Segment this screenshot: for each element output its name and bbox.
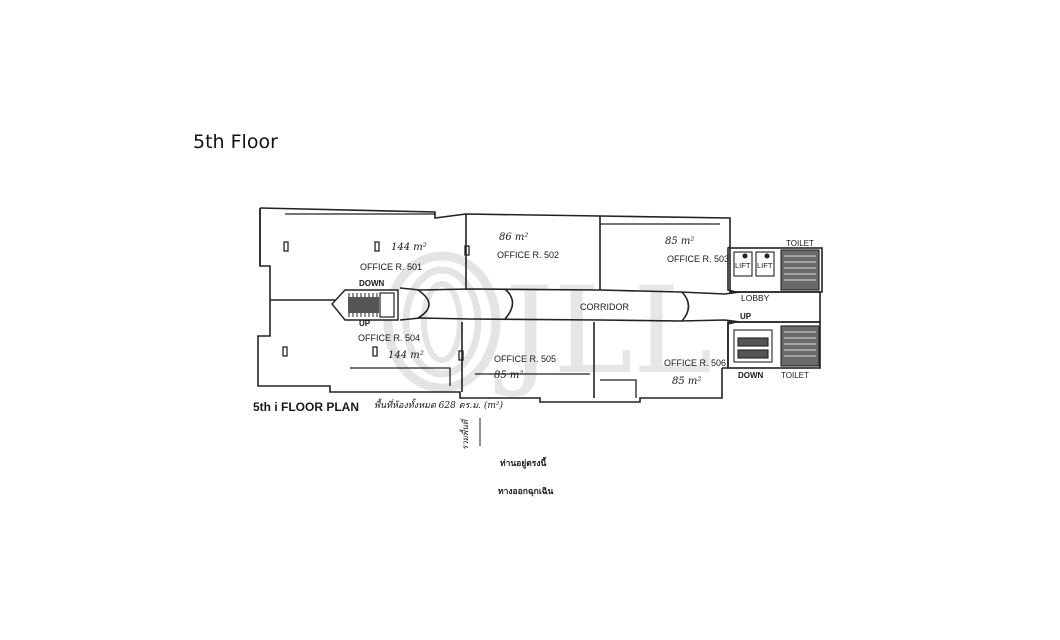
corridor-label: CORRIDOR [580,302,629,312]
stair-down-right-label: DOWN [738,371,764,380]
thai-note-1: ท่านอยู่ตรงนี้ [500,456,547,469]
room-501-label: OFFICE R. 501 [360,262,422,272]
page-title: 5th Floor [193,131,278,153]
thai-note-2: ทางออกฉุกเฉิน [498,486,554,497]
area-note-vertical: รวมพื้นที่ [459,418,470,450]
space-labels: CORRIDOR LOBBY LIFT LIFT TOILET TOILET D… [359,239,814,380]
building-outline [257,207,823,403]
room-506-label: OFFICE R. 506 [664,358,726,368]
room-504-label: OFFICE R. 504 [358,333,420,343]
stair-up-left-label: UP [359,319,371,328]
room-506-area: 85 m² [672,376,701,387]
core-details [733,249,820,367]
lift-2-label: LIFT [757,261,773,270]
room-502-label: OFFICE R. 502 [497,250,559,260]
watermark-text: JLL [494,262,712,401]
lift-1-label: LIFT [735,261,751,270]
plan-captions: 5th i FLOOR PLAN พื้นที่ห้องทั้งหมด 628 … [253,398,554,497]
stair-up-right-label: UP [740,312,752,321]
room-501-area: 144 m² [391,242,427,253]
room-505-area: 85 m² [494,370,523,381]
lobby-label: LOBBY [741,293,770,303]
floor-plan-caption: 5th i FLOOR PLAN [253,400,359,414]
room-503-label: OFFICE R. 503 [667,254,729,264]
jll-watermark: JLL [383,251,712,401]
toilet-bottom-label: TOILET [781,371,809,380]
room-503-area: 85 m² [665,236,694,247]
stair-down-left-label: DOWN [359,279,385,288]
room-502-area: 86 m² [499,232,528,243]
wall-insets [282,213,720,398]
room-505-label: OFFICE R. 505 [494,354,556,364]
room-504-area: 144 m² [388,350,424,361]
area-note: พื้นที่ห้องทั้งหมด 628 ตร.ม. (m²) [374,398,504,411]
toilet-top-label: TOILET [786,239,814,248]
west-staircase [331,289,399,321]
room-labels: OFFICE R. 501 144 m² OFFICE R. 502 86 m²… [358,232,729,387]
